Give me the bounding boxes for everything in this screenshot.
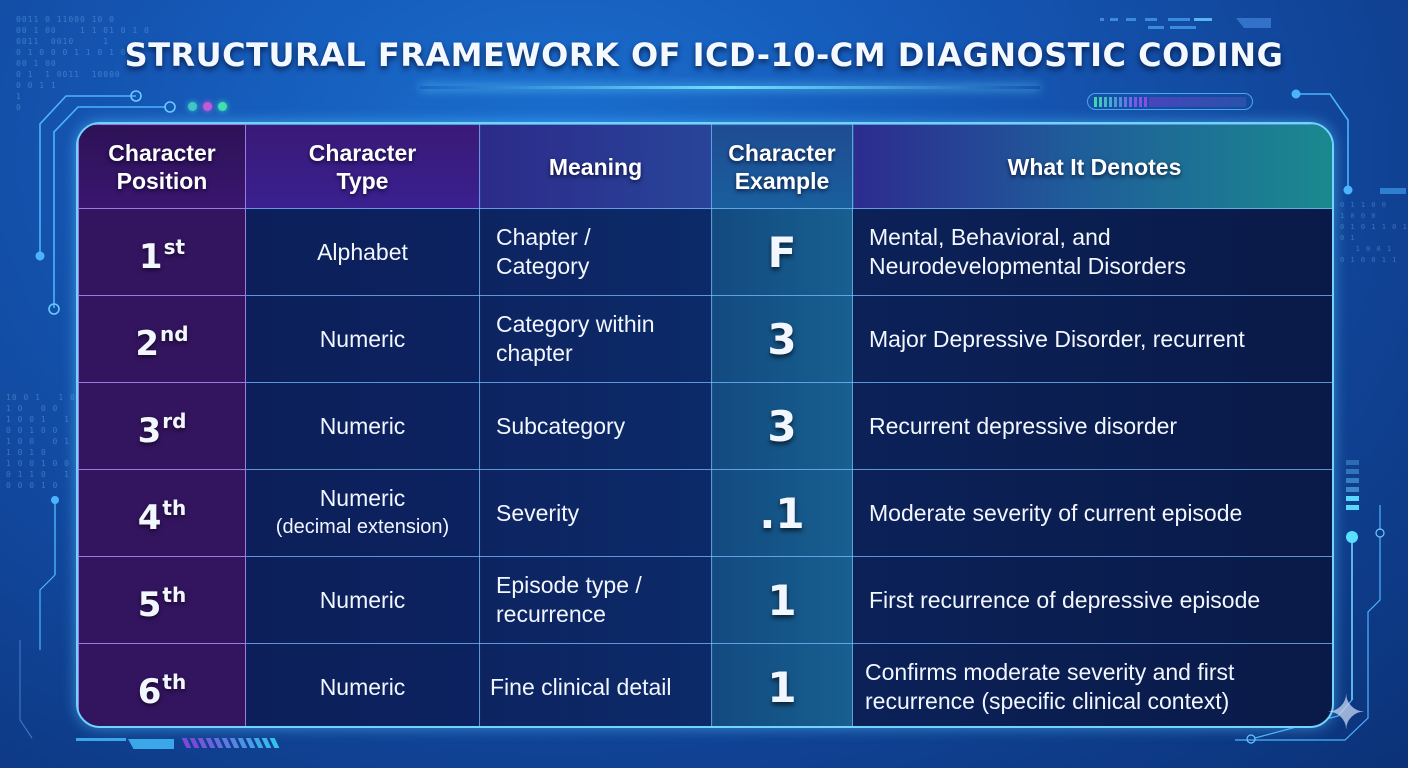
table-row: 1st Alphabet Chapter /Category F Mental,… bbox=[78, 208, 1332, 296]
table-row: 6th Numeric Fine clinical detail 1 Confi… bbox=[78, 643, 1332, 726]
sparkle-icon: ✦ bbox=[1326, 687, 1367, 740]
stripe-decoration bbox=[76, 738, 280, 749]
dot-green-icon bbox=[218, 102, 227, 111]
denotes-cell: Major Depressive Disorder, recurrent bbox=[852, 295, 1332, 383]
example-cell: 1 bbox=[711, 643, 853, 726]
example-cell: F bbox=[711, 208, 853, 296]
header-character-example: Character Example bbox=[711, 124, 853, 209]
title-underline-glow bbox=[420, 86, 1040, 89]
table-row: 3rd Numeric Subcategory 3 Recurrent depr… bbox=[78, 382, 1332, 470]
dot-magenta-icon bbox=[203, 102, 212, 111]
example-cell: .1 bbox=[711, 469, 853, 557]
type-cell: Numeric bbox=[245, 295, 480, 383]
position-cell: 1st bbox=[78, 208, 246, 296]
icd-structure-table: Character Position Character Type Meanin… bbox=[76, 122, 1334, 728]
header-character-position: Character Position bbox=[78, 124, 246, 209]
example-cell: 3 bbox=[711, 382, 853, 470]
denotes-cell: Moderate severity of current episode bbox=[852, 469, 1332, 557]
position-cell: 2nd bbox=[78, 295, 246, 383]
position-cell: 4th bbox=[78, 469, 246, 557]
page-title: STRUCTURAL FRAMEWORK OF ICD-10-CM DIAGNO… bbox=[124, 36, 1284, 74]
header-character-type: Character Type bbox=[245, 124, 480, 209]
denotes-cell: First recurrence of depressive episode bbox=[852, 556, 1332, 644]
table-header-row: Character Position Character Type Meanin… bbox=[78, 124, 1332, 209]
meaning-cell: Subcategory bbox=[479, 382, 712, 470]
meaning-cell: Episode type /recurrence bbox=[479, 556, 712, 644]
table-row: 4th Numeric(decimal extension) Severity … bbox=[78, 469, 1332, 557]
denotes-cell: Recurrent depressive disorder bbox=[852, 382, 1332, 470]
type-cell: Numeric bbox=[245, 382, 480, 470]
meaning-cell: Severity bbox=[479, 469, 712, 557]
dot-teal-icon bbox=[188, 102, 197, 111]
position-cell: 5th bbox=[78, 556, 246, 644]
position-cell: 3rd bbox=[78, 382, 246, 470]
type-cell: Numeric bbox=[245, 556, 480, 644]
binary-decoration-right: 0 1 1 0 0 1 0 0 0 0 1 0 1 1 0 1 0 0 0 0 … bbox=[1340, 201, 1408, 264]
header-meaning: Meaning bbox=[479, 124, 712, 209]
type-cell: Numeric bbox=[245, 643, 480, 726]
indicator-dots bbox=[188, 102, 227, 111]
meaning-cell: Fine clinical detail bbox=[479, 643, 712, 726]
type-cell: Numeric(decimal extension) bbox=[245, 469, 480, 557]
header-what-it-denotes: What It Denotes bbox=[852, 124, 1332, 209]
example-cell: 1 bbox=[711, 556, 853, 644]
binary-decoration-top-left: 0011 0 11000 10 0 00 1 00 1 1 01 0 1 0 0… bbox=[16, 15, 150, 112]
signal-bars-decoration bbox=[1346, 460, 1359, 510]
position-cell: 6th bbox=[78, 643, 246, 726]
progress-bar-decoration bbox=[1087, 93, 1253, 110]
meaning-cell: Chapter /Category bbox=[479, 208, 712, 296]
type-cell: Alphabet bbox=[245, 208, 480, 296]
table-row: 5th Numeric Episode type /recurrence 1 F… bbox=[78, 556, 1332, 644]
example-cell: 3 bbox=[711, 295, 853, 383]
